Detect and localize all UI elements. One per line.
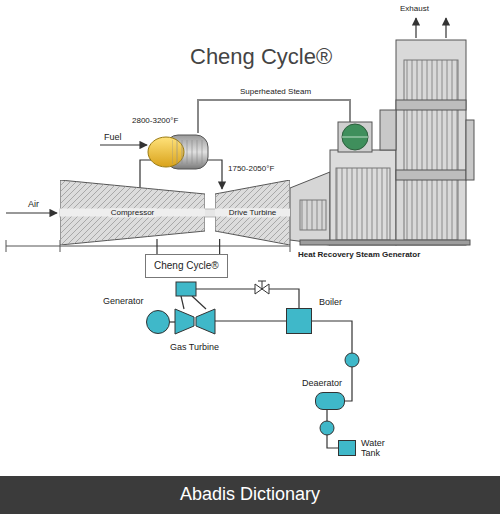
exhaust-arrow (415, 18, 416, 38)
connector (156, 239, 157, 254)
node-label: Generator (103, 296, 144, 306)
air-arrow (6, 212, 57, 213)
diagram-title: Cheng Cycle® (190, 44, 332, 69)
bracket-line (6, 240, 290, 252)
valve-symbol (255, 281, 269, 294)
node-label: Deaerator (302, 378, 342, 388)
combustor-symbol (176, 282, 196, 296)
annotation-label: Fuel (104, 132, 122, 142)
compressor-section: Compressor (60, 180, 205, 245)
footer-band (0, 476, 500, 514)
control-box: Cheng Cycle® (145, 254, 228, 278)
generator-symbol: Generator (146, 310, 170, 334)
watermark: Abadis Dictionary (0, 484, 500, 505)
steam-line (198, 100, 350, 133)
boiler-box: Boiler (286, 308, 312, 334)
gas-turbine-symbol-outline (174, 305, 216, 338)
annotation-label: Air (28, 199, 39, 209)
hrsg-drawing (290, 40, 474, 245)
steam-pipe (181, 289, 299, 309)
node-label: Drive Turbine (227, 208, 279, 217)
connector (219, 239, 220, 254)
connector (170, 321, 175, 322)
gas-turbine-symbol: Gas Turbine (174, 305, 216, 338)
deaerator-drum: Deaerator (315, 392, 345, 410)
turbine-section: Drive Turbine (215, 180, 290, 245)
node-label: Compressor (109, 208, 157, 217)
fuel-arrow (100, 144, 147, 145)
node-label: Cheng Cycle® (154, 260, 219, 272)
water-tank-box: Water Tank (338, 440, 356, 456)
hrsg-unit: Heat Recovery Steam Generator (290, 40, 468, 245)
combustor (148, 135, 208, 169)
annotation-label: Superheated Steam (240, 87, 311, 96)
connector (215, 320, 286, 321)
annotation-label: Exhaust (400, 4, 429, 13)
annotation-label: 1750-2050°F (228, 164, 274, 173)
node-label: Gas Turbine (170, 342, 219, 352)
node-label: Water Tank (361, 438, 397, 459)
annotation-label: 2800-3200°F (132, 116, 178, 125)
exhaust-arrow (445, 18, 446, 38)
node-label: Heat Recovery Steam Generator (298, 250, 420, 259)
node-label: Boiler (319, 297, 342, 307)
